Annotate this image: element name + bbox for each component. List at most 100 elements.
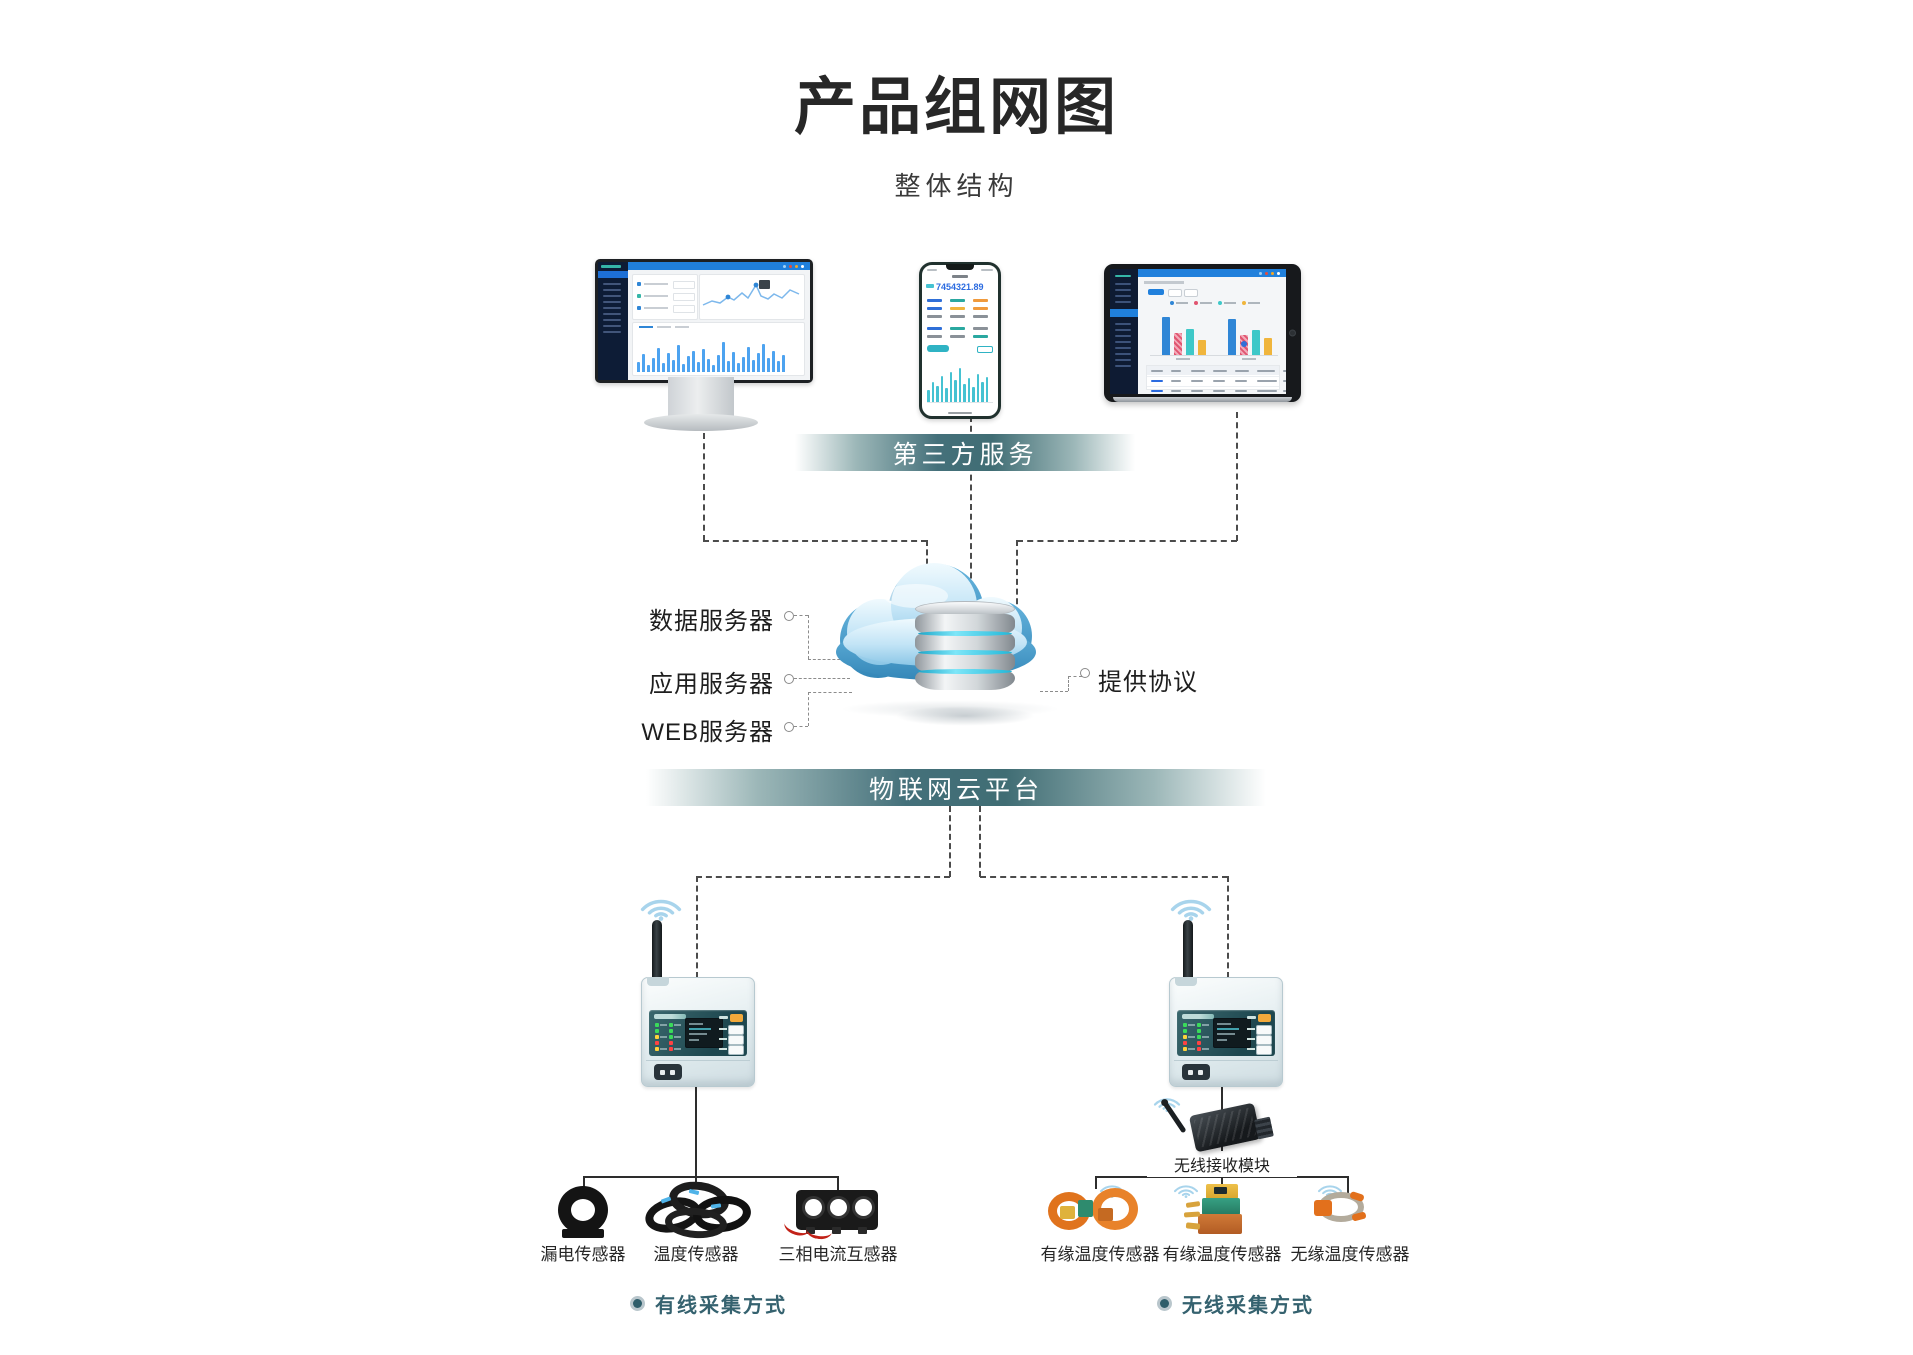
dashed-line	[949, 806, 951, 877]
phone-notch	[946, 264, 974, 270]
banner-third-party-label: 第三方服务	[892, 440, 1038, 469]
dashed-line	[696, 876, 950, 878]
solid-line	[695, 1176, 697, 1185]
gateway-button	[1256, 1035, 1272, 1045]
dashed-line	[696, 876, 698, 978]
legend-wireless: 无线采集方式	[1157, 1289, 1314, 1318]
antenna-icon	[652, 920, 662, 982]
dashed-line	[970, 416, 972, 598]
monitor-header	[628, 262, 810, 270]
solid-line	[583, 1176, 585, 1189]
phone-mockup: 7454321.89	[919, 262, 1001, 419]
gateway-panel	[1177, 1010, 1275, 1056]
phone-bar-chart	[927, 358, 993, 403]
sensor-label: 有缘温度传感器	[1040, 1245, 1160, 1264]
gateway-power-socket	[654, 1064, 682, 1080]
passive-temp-sensor-band-icon	[1314, 1191, 1367, 1222]
database-shadow	[895, 706, 1035, 726]
antenna-icon	[1162, 1100, 1187, 1134]
page-title: 产品组网图	[793, 73, 1119, 142]
connector-node	[1080, 668, 1090, 678]
legend-wired: 有线采集方式	[630, 1289, 787, 1318]
sensor-label: 三相电流互感器	[778, 1245, 898, 1264]
solid-line	[837, 1176, 839, 1192]
dashed-line	[979, 806, 981, 877]
banner-iot-platform-label: 物联网云平台	[868, 775, 1043, 804]
label-data-server: 数据服务器	[649, 608, 774, 635]
sensor-label: 温度传感器	[653, 1245, 739, 1264]
monitor-form-card	[632, 274, 698, 320]
gateway-button	[728, 1045, 744, 1055]
monitor-screen	[598, 262, 810, 380]
solid-line	[1221, 1086, 1223, 1114]
tablet-sidebar	[1110, 269, 1138, 394]
wifi-waves-icon	[1170, 899, 1212, 921]
dashed-line	[808, 659, 850, 660]
gateway-logo	[1182, 1014, 1214, 1019]
tablet-active-item	[1110, 309, 1138, 317]
sensor-label: 漏电传感器	[540, 1245, 626, 1264]
gateway-panel	[649, 1010, 747, 1056]
banner-third-party: 第三方服务	[795, 434, 1135, 471]
wired-temp-sensor-coils-icon	[1048, 1186, 1140, 1234]
connector-node	[784, 674, 794, 684]
dashed-line	[703, 540, 927, 542]
dashed-line	[703, 433, 705, 541]
monitor-logo	[601, 265, 621, 268]
connector-node	[784, 722, 794, 732]
monitor-mockup	[595, 259, 813, 383]
gateway-logo	[654, 1014, 686, 1019]
sensor-label: 无缘温度传感器	[1290, 1245, 1410, 1264]
label-app-server: 应用服务器	[649, 671, 774, 698]
gateway-device-right	[1169, 977, 1283, 1087]
gateway-button	[1256, 1045, 1272, 1055]
tablet-mockup	[1104, 264, 1301, 402]
dashed-line	[808, 692, 852, 693]
legend-bullet-icon	[630, 1296, 645, 1311]
dashed-line	[1236, 412, 1238, 541]
solid-line	[583, 1176, 839, 1178]
monitor-bar-chart	[632, 322, 805, 376]
legend-wired-label: 有线采集方式	[655, 1295, 787, 1317]
dashed-line	[1040, 691, 1068, 692]
dashed-line	[1017, 540, 1237, 542]
gateway-button	[728, 1035, 744, 1045]
solid-line	[695, 1086, 697, 1178]
tablet-header	[1138, 269, 1286, 277]
leakage-sensor-icon	[558, 1186, 608, 1234]
sensor-label: 有缘温度传感器	[1162, 1245, 1282, 1264]
wired-temp-sensor-stack-icon	[1183, 1184, 1246, 1236]
dashed-line	[1068, 676, 1069, 691]
gateway-power-socket	[1182, 1064, 1210, 1080]
temperature-sensor-icon	[642, 1178, 755, 1242]
dashed-line	[794, 678, 850, 679]
dashed-line	[794, 726, 808, 727]
dashed-line	[808, 692, 809, 726]
monitor-stand-neck	[668, 377, 734, 417]
solid-line	[1347, 1176, 1349, 1194]
phone-home-indicator	[948, 412, 972, 414]
legend-wireless-label: 无线采集方式	[1182, 1295, 1314, 1317]
dashed-line	[1016, 540, 1018, 614]
monitor-stand-base	[644, 414, 758, 431]
solid-line	[1221, 1176, 1223, 1185]
gateway-device-left	[641, 977, 755, 1087]
tablet-camera	[1289, 329, 1296, 337]
dashed-line	[794, 615, 808, 616]
gateway-display	[1213, 1018, 1251, 1048]
phone-main-value: 7454321.89	[936, 282, 984, 292]
gateway-display	[685, 1018, 723, 1048]
legend-bullet-icon	[1157, 1296, 1172, 1311]
solid-line	[1095, 1176, 1097, 1189]
page-subtitle: 整体结构	[894, 171, 1019, 201]
leakage-sensor-base	[562, 1229, 604, 1238]
wifi-waves-icon	[640, 899, 682, 921]
wifi-waves-icon	[1173, 1185, 1199, 1198]
banner-iot-platform: 物联网云平台	[646, 769, 1266, 806]
gateway-button	[728, 1025, 744, 1035]
antenna-icon	[1183, 920, 1193, 982]
tablet-screen	[1110, 269, 1286, 394]
dashed-line	[808, 615, 809, 659]
tablet-table	[1146, 365, 1286, 392]
gateway-orange-button	[730, 1014, 743, 1022]
